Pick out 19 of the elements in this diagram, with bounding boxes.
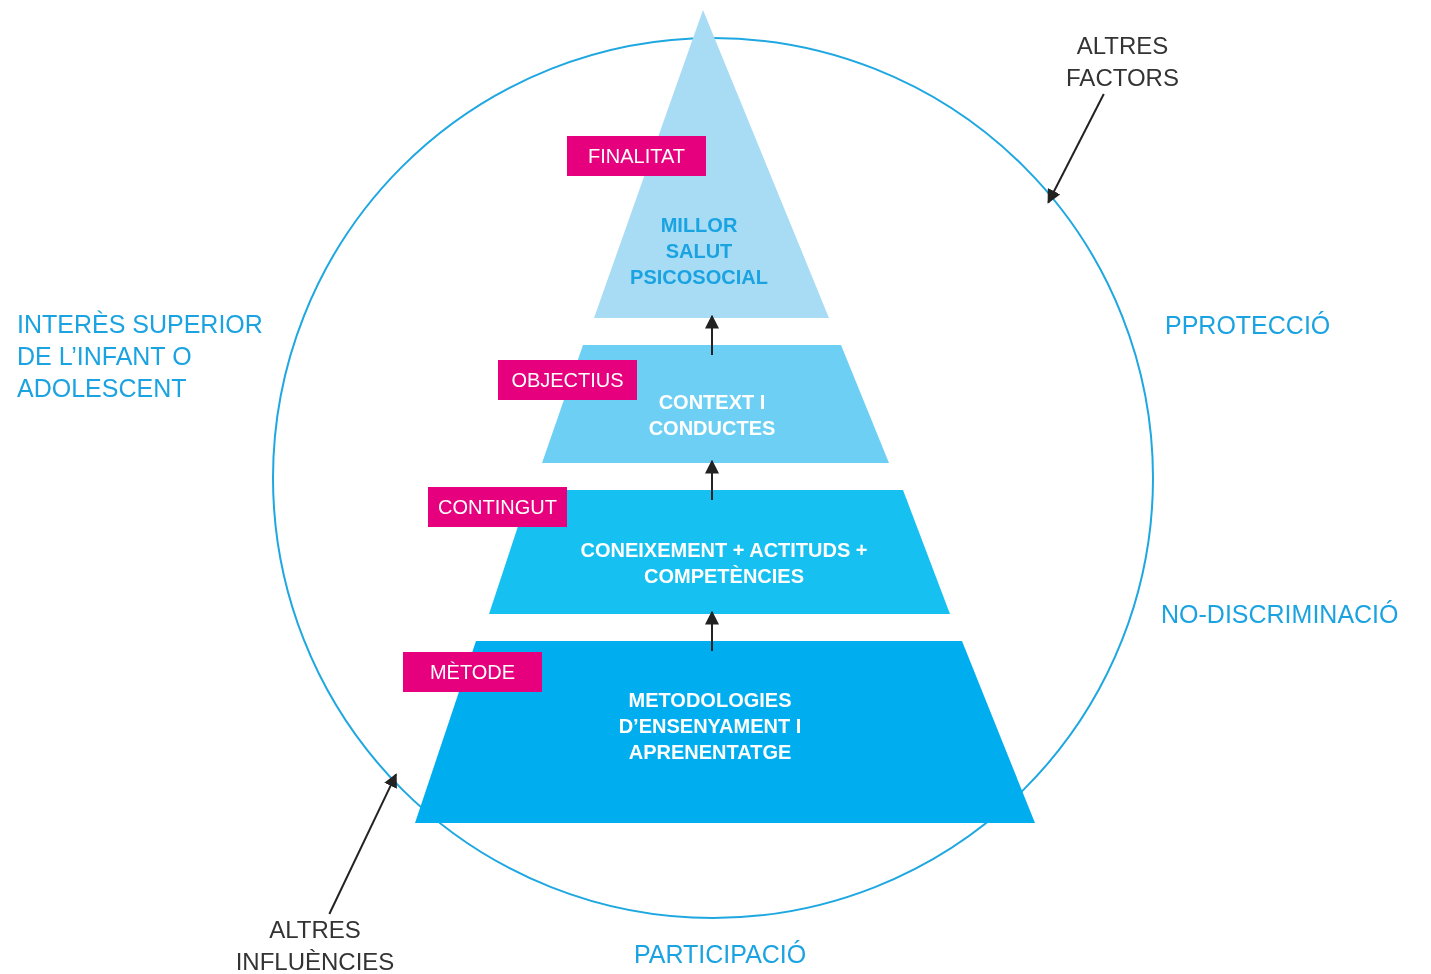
tier-text: CONEIXEMENT + ACTITUDS + COMPETÈNCIES: [579, 538, 869, 589]
arrow: [705, 459, 719, 501]
side-label: NO-DISCRIMINACIÓ: [1161, 599, 1400, 630]
arrow: [705, 314, 719, 356]
note-text: ALTRES FACTORS: [1050, 30, 1195, 94]
category-tag: MÈTODE: [403, 652, 542, 692]
tier-text: MILLOR SALUT PSICOSOCIAL: [629, 213, 769, 290]
side-label: INTERÈS SUPERIOR DE L’INFANT O ADOLESCENT: [17, 309, 264, 404]
arrow: [328, 773, 397, 915]
tier-text: METODOLOGIES D’ENSENYAMENT I APRENENTATGE: [617, 688, 803, 765]
side-label: PPROTECCIÓ: [1165, 310, 1332, 341]
tier-text: CONTEXT I CONDUCTES: [647, 390, 777, 441]
side-label: PARTICIPACIÓ: [634, 939, 808, 970]
arrow: [705, 610, 719, 652]
category-tag: OBJECTIUS: [498, 360, 637, 400]
note-text: ALTRES INFLUÈNCIES: [215, 914, 415, 974]
arrow: [1047, 93, 1105, 204]
category-tag: CONTINGUT: [428, 487, 567, 527]
category-tag: FINALITAT: [567, 136, 706, 176]
